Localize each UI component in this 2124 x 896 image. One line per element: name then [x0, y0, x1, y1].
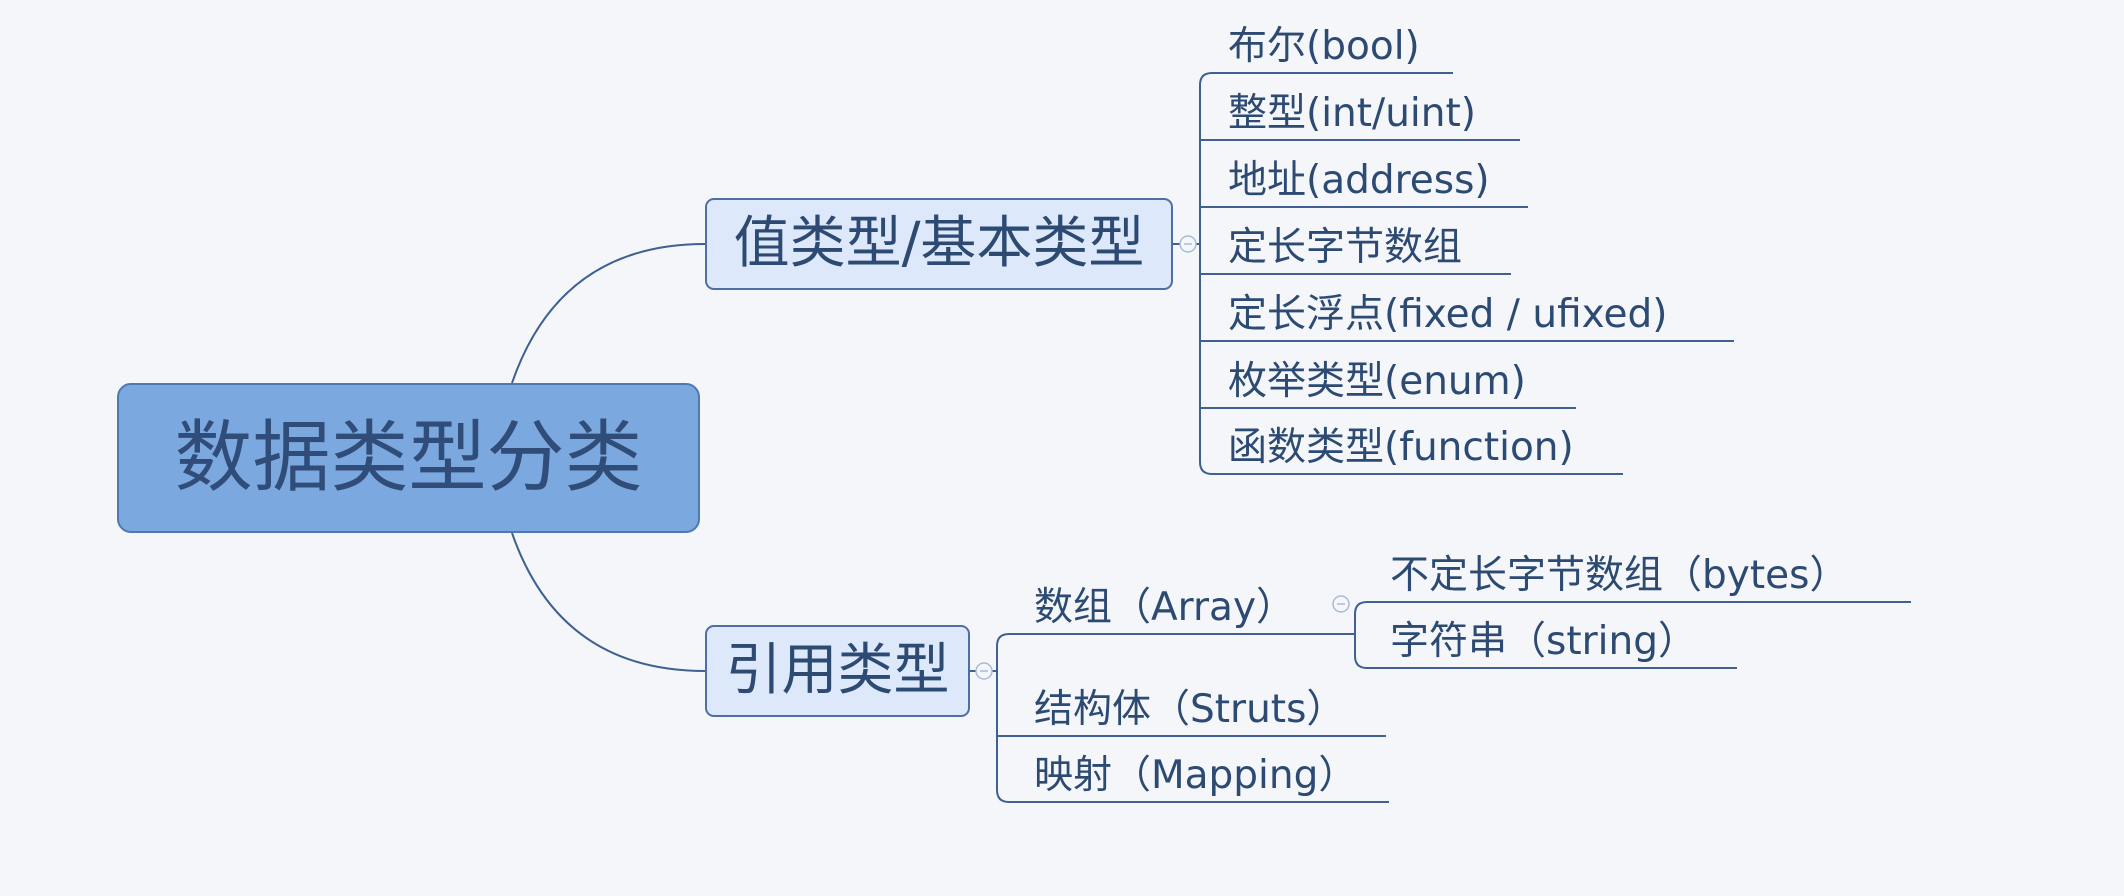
subtopic-int[interactable]: 整型(int/uint) — [1228, 91, 1476, 136]
subtopic-address[interactable]: 地址(address) — [1228, 158, 1490, 203]
underline-bool — [1199, 72, 1453, 86]
connector-root-to-reference-types — [511, 532, 706, 672]
subtopic-function[interactable]: 函数类型(function) — [1228, 425, 1574, 470]
subtopic-bytes[interactable]: 不定长字节数组（bytes） — [1390, 553, 1849, 598]
subtopic-array[interactable]: 数组（Array） — [1034, 585, 1296, 630]
topic-reference-types[interactable]: 引用类型 — [705, 625, 970, 717]
underline-mapping — [996, 789, 1389, 803]
underline-array — [996, 633, 1355, 647]
collapse-toggle-value-types[interactable] — [1179, 235, 1197, 253]
topic-value-types[interactable]: 值类型/基本类型 — [705, 198, 1173, 290]
root-topic[interactable]: 数据类型分类 — [117, 383, 700, 533]
subtopic-fixed-point[interactable]: 定长浮点(fixed / ufixed) — [1228, 292, 1668, 337]
collapse-toggle-reference-types[interactable] — [975, 662, 993, 680]
subtopic-string[interactable]: 字符串（string） — [1390, 619, 1697, 664]
subtopic-fixed-bytes[interactable]: 定长字节数组 — [1228, 225, 1463, 270]
underline-bytes — [1354, 601, 1911, 615]
underline-function — [1199, 461, 1623, 475]
subtopic-mapping[interactable]: 映射（Mapping） — [1034, 753, 1358, 798]
subtopic-enum[interactable]: 枚举类型(enum) — [1228, 359, 1526, 404]
connector-root-to-value-types — [511, 243, 706, 384]
underline-string — [1354, 655, 1737, 669]
subtopic-struts[interactable]: 结构体（Struts） — [1034, 687, 1346, 732]
collapse-toggle-array[interactable] — [1332, 595, 1350, 613]
subtopic-bool[interactable]: 布尔(bool) — [1228, 24, 1420, 69]
